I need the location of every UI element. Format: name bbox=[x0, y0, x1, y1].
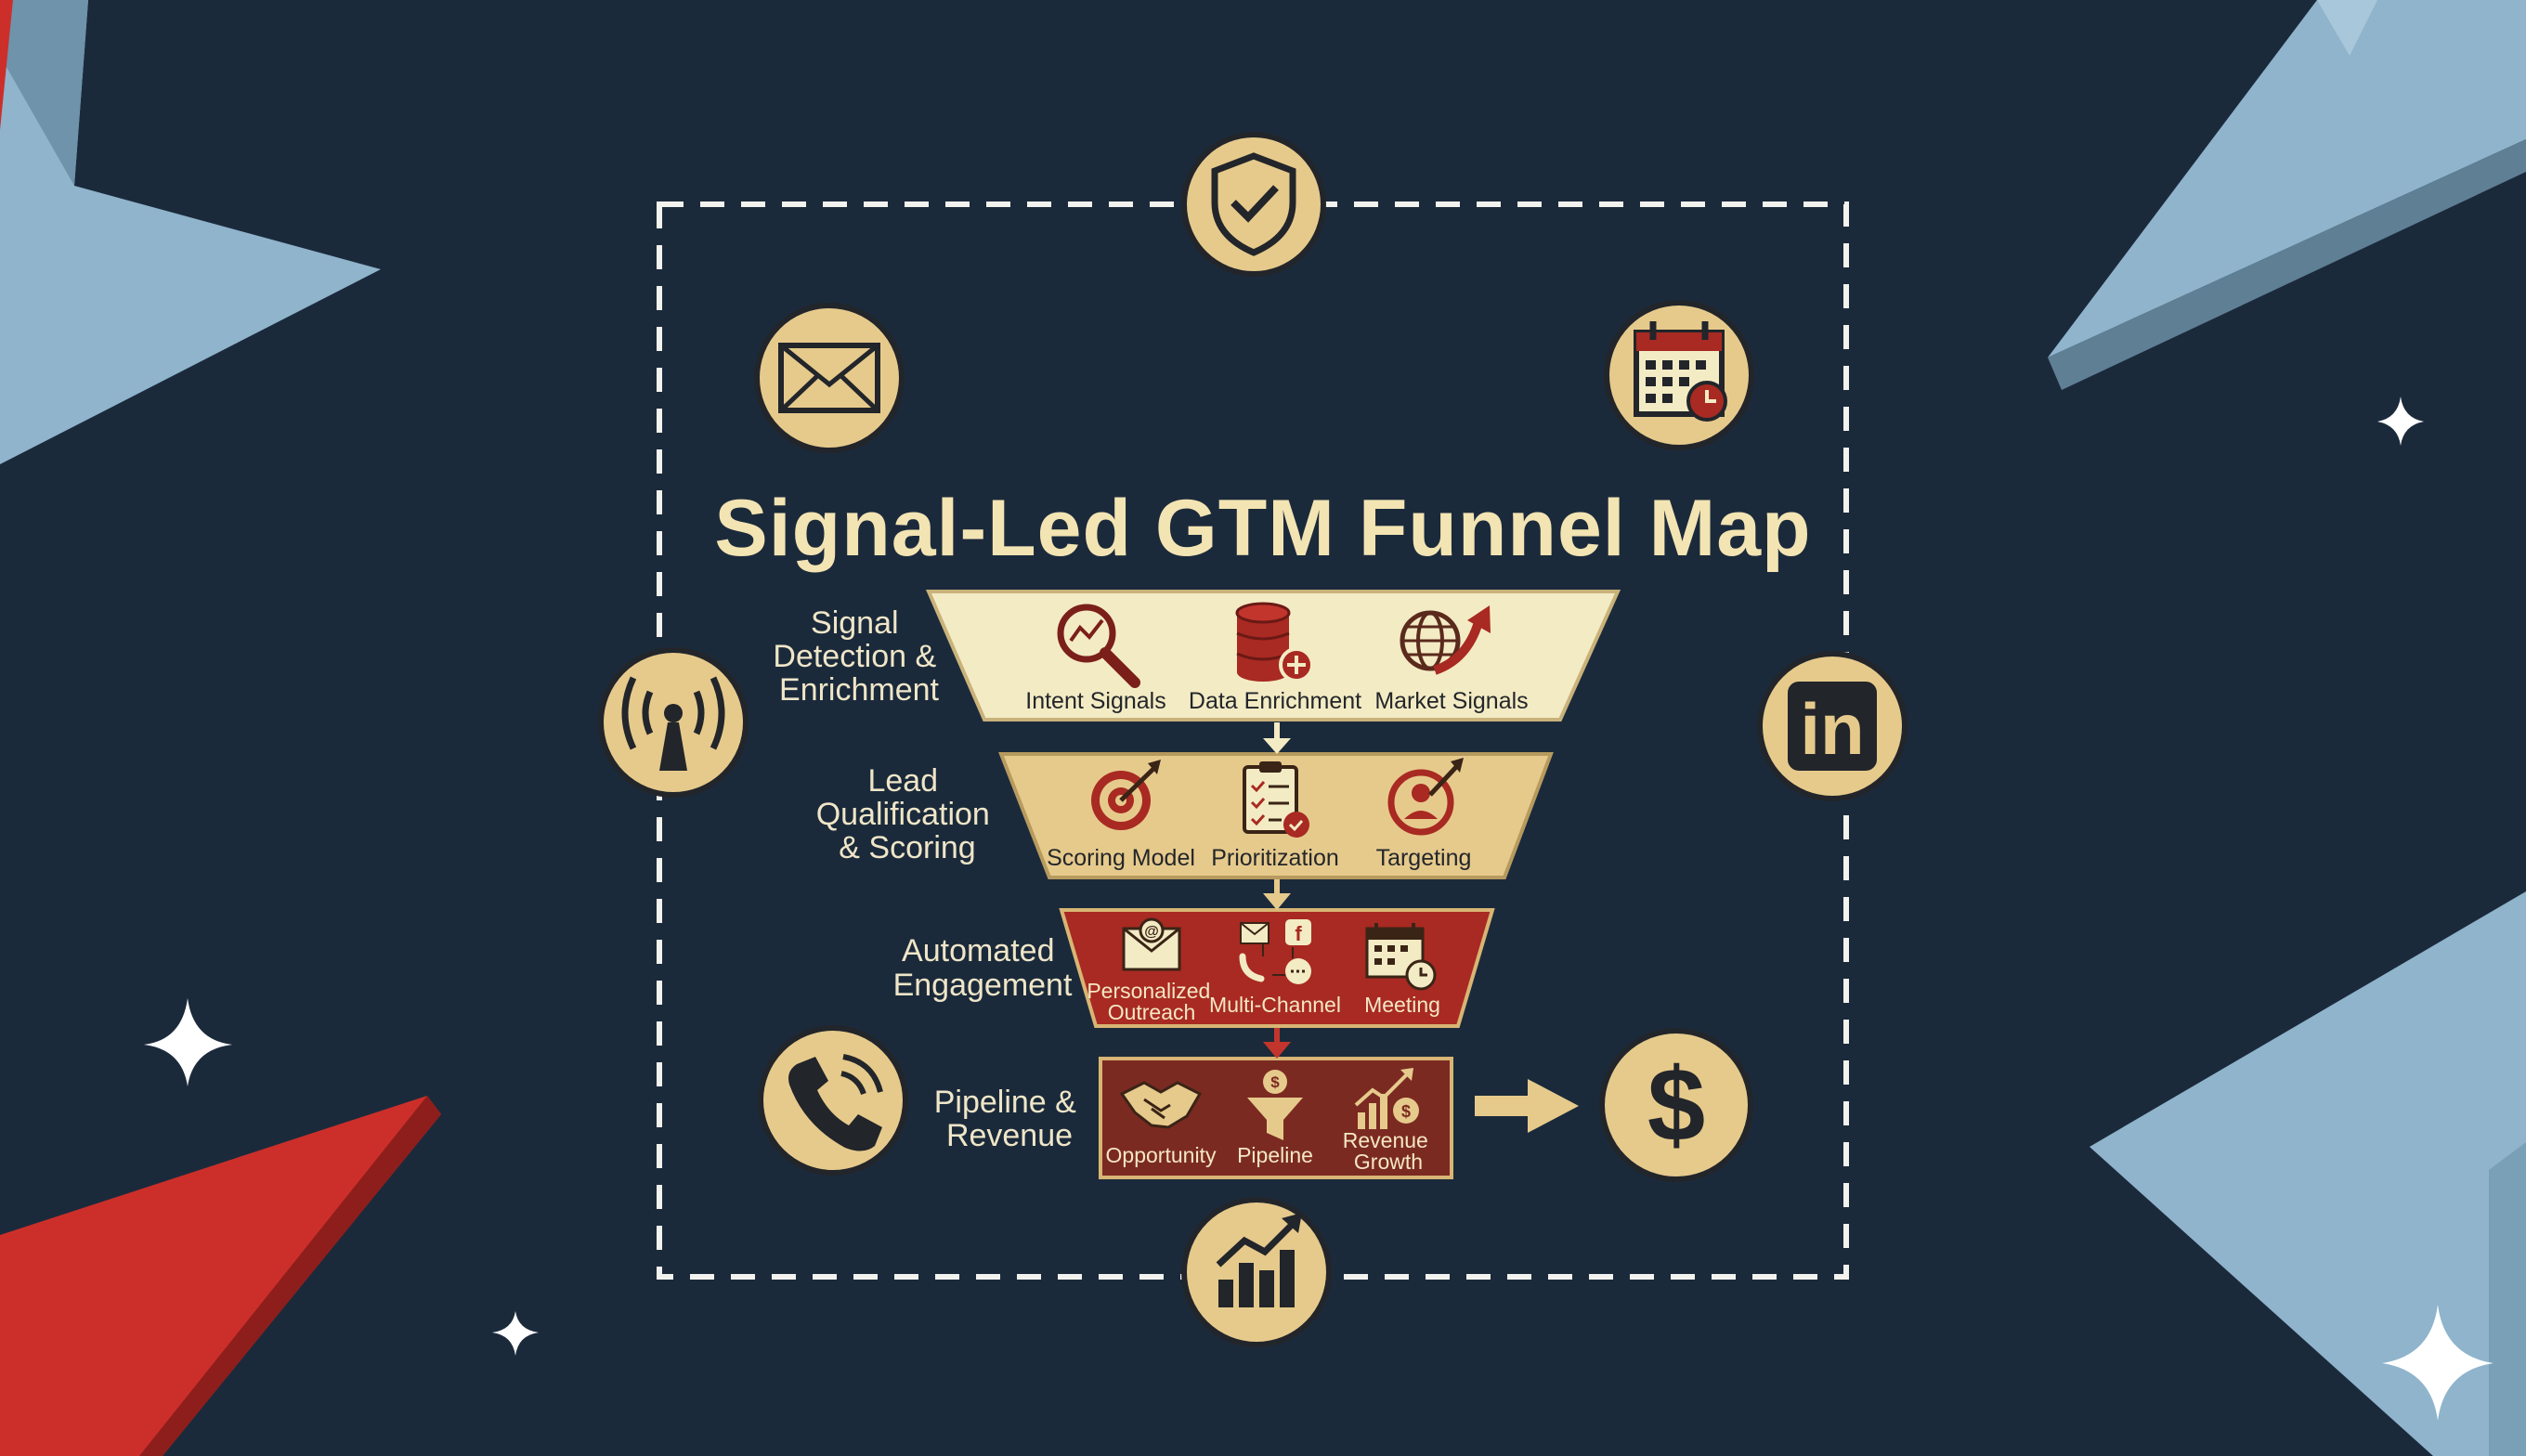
email-icon bbox=[757, 306, 902, 450]
sparkle-right bbox=[2377, 396, 2424, 446]
stage-label-qualification: Lead Qualification & Scoring bbox=[816, 763, 999, 865]
svg-text:@: @ bbox=[1144, 924, 1159, 940]
svg-text:$: $ bbox=[1270, 1073, 1280, 1091]
svg-text:f: f bbox=[1295, 922, 1302, 945]
stage-label-pipeline: Pipeline & Revenue bbox=[934, 1085, 1086, 1153]
tier-arrow-1 bbox=[1263, 722, 1291, 754]
tier-arrow-3 bbox=[1263, 1028, 1291, 1059]
item-label-pipeline: Pipeline bbox=[1237, 1143, 1313, 1167]
item-label-revenue-growth: Revenue Growth bbox=[1343, 1128, 1434, 1174]
shard-bottom-right-side bbox=[2489, 1142, 2526, 1456]
item-label-opportunity: Opportunity bbox=[1106, 1143, 1217, 1167]
item-label-market-signals: Market Signals bbox=[1374, 688, 1528, 714]
linkedin-icon: in bbox=[1760, 654, 1905, 799]
output-arrow bbox=[1475, 1079, 1579, 1133]
shard-bottom-left-red bbox=[0, 1096, 441, 1456]
sparkle-left bbox=[144, 998, 232, 1086]
item-label-data-enrichment: Data Enrichment bbox=[1189, 688, 1361, 714]
shield-check-icon bbox=[1184, 135, 1323, 274]
svg-text:$: $ bbox=[1401, 1102, 1411, 1121]
stage-label-signal: Signal Detection & Enrichment bbox=[773, 605, 944, 708]
sparkle-bottom-left bbox=[492, 1311, 539, 1356]
calendar-icon bbox=[1607, 303, 1751, 448]
item-label-prioritization: Prioritization bbox=[1211, 845, 1339, 871]
tier-arrow-2 bbox=[1263, 879, 1291, 910]
item-label-multi-channel: Multi-Channel bbox=[1209, 993, 1341, 1017]
linkedin-text: in bbox=[1800, 688, 1864, 770]
dollar-icon: $ bbox=[1602, 1031, 1751, 1179]
bar-chart-icon bbox=[1184, 1200, 1329, 1345]
item-label-meeting: Meeting bbox=[1364, 993, 1440, 1017]
dollar-text: $ bbox=[1647, 1046, 1705, 1163]
phone-icon bbox=[761, 1028, 905, 1173]
stage-label-engagement: Automated Engagement bbox=[893, 933, 1073, 1003]
item-label-scoring-model: Scoring Model bbox=[1047, 845, 1195, 871]
item-label-targeting: Targeting bbox=[1376, 845, 1472, 871]
broadcast-icon bbox=[601, 650, 746, 795]
diagram-title: Signal-Led GTM Funnel Map bbox=[714, 484, 1811, 573]
item-label-intent-signals: Intent Signals bbox=[1025, 688, 1166, 714]
